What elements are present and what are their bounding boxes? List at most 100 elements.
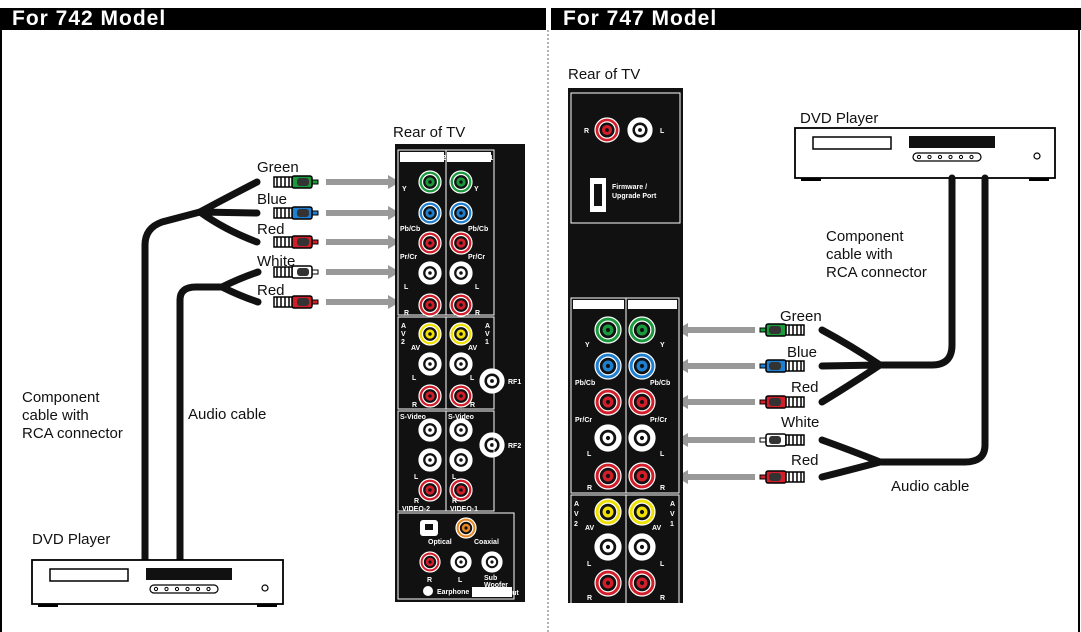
left-title: For 742 Model [12, 7, 167, 30]
right-dvd-player [794, 127, 1056, 181]
right-firmware-inner [594, 184, 602, 206]
left-lbl-pbcb1: Pb/Cb [468, 226, 488, 233]
left-player-label: DVD Player [32, 531, 111, 548]
left-jack-comp2-prcr [418, 231, 442, 255]
right-lbl-pbcb2: Pb/Cb [575, 380, 595, 387]
left-jack-rf2 [479, 432, 505, 458]
left-comp2-label: Component-2 [401, 155, 446, 162]
left-audio-fan [218, 268, 262, 306]
right-arrow-1 [676, 359, 755, 373]
right-top-box [570, 92, 681, 224]
left-jack-comp1-pbcb [449, 201, 473, 225]
left-lbl-av-2: AV [411, 345, 421, 352]
right-arrow-4 [676, 470, 755, 484]
left-lbl-rf2: RF2 [508, 443, 521, 450]
left-lbl-av-1: AV [468, 345, 478, 352]
left-arrow-4 [326, 295, 400, 309]
right-comp1-tab [628, 300, 677, 309]
left-rear-label: Rear of TV [393, 124, 466, 141]
right-wire-red-audio: Red [791, 452, 819, 469]
right-jack-av2-l [594, 533, 622, 561]
right-audio-cable [876, 174, 989, 466]
left-wire-blue: Blue [257, 191, 288, 208]
right-jack-av2-av [594, 498, 622, 526]
right-jack-comp1-l [628, 424, 656, 452]
left-earphone-jack [421, 584, 435, 598]
left-lbl-l2: L [404, 284, 409, 291]
right-lbl-avr2: R [587, 595, 592, 602]
left-lbl-pbcb2: Pb/Cb [400, 226, 420, 233]
left-jack-out-r [419, 551, 441, 573]
left-jack-out-l [450, 551, 472, 573]
right-component-cable [876, 174, 956, 369]
left-lbl-l1: L [475, 284, 480, 291]
right-plug-green [759, 323, 805, 337]
right-jack-av1-l [628, 533, 656, 561]
right-lbl-firmware: Firmware /Upgrade Port [612, 184, 657, 200]
left-lbl-vr1: R [452, 498, 457, 505]
right-comp2-tab [573, 300, 624, 309]
right-av-box [570, 494, 680, 606]
left-plug-white [273, 265, 319, 279]
left-jack-rf1 [479, 368, 505, 394]
left-plug-red [273, 235, 319, 249]
left-jack-comp1-prcr [449, 231, 473, 255]
left-jack-av2-av [418, 322, 442, 346]
left-lbl-prcr1: Pr/Cr [468, 254, 485, 261]
right-lbl-avl1: L [660, 561, 665, 568]
right-lbl-top-l: L [660, 128, 665, 135]
right-lbl-prcr2: Pr/Cr [575, 417, 592, 424]
left-jack-av1-r [449, 384, 473, 408]
right-plug-red [759, 395, 805, 409]
right-wire-white: White [781, 414, 820, 431]
left-wire-green: Green [257, 159, 299, 176]
right-wire-red: Red [791, 379, 819, 396]
left-lbl-r2: R [404, 310, 409, 317]
right-plug-red-audio [759, 470, 805, 484]
right-lbl-prcr1: Pr/Cr [650, 417, 667, 424]
left-lbl-vl1: L [452, 474, 457, 481]
right-jack-comp1-r [628, 462, 656, 490]
left-lbl-y2: Y [402, 186, 407, 193]
left-lbl-svideo2: S-Video [400, 414, 426, 421]
right-wire-green: Green [780, 308, 822, 325]
right-plug-blue [759, 359, 805, 373]
left-optical-inner [425, 524, 433, 530]
right-jack-comp2-l [594, 424, 622, 452]
right-jack-top-l [627, 117, 653, 143]
left-lbl-y1: Y [474, 186, 479, 193]
left-lbl-out-l: L [458, 577, 463, 584]
right-plug-white [759, 433, 805, 447]
left-jack-comp2-l [418, 261, 442, 285]
left-lbl-audio-output: Audio Output [474, 590, 519, 597]
left-plug-red-audio [273, 295, 319, 309]
right-lbl-pbcb1: Pb/Cb [650, 380, 670, 387]
right-component-cable-label: Component cable with RCA connector [826, 228, 927, 281]
right-rear-label: Rear of TV [568, 66, 641, 83]
right-component-fan [818, 326, 884, 406]
left-jack-v1-r [449, 478, 473, 502]
left-arrow-1 [326, 206, 400, 220]
right-audio-fan [818, 436, 884, 481]
left-audio-box [397, 512, 515, 600]
left-lbl-avl2: L [412, 375, 417, 382]
right-player-label: DVD Player [800, 110, 879, 127]
right-lbl-r2: R [587, 485, 592, 492]
left-lbl-vl2: L [414, 474, 419, 481]
left-wire-red: Red [257, 221, 285, 238]
left-lbl-avr1: R [470, 402, 475, 409]
left-jack-v1-l [449, 448, 473, 472]
right-audio-cable-label: Audio cable [891, 478, 970, 495]
left-jack-av2-l [418, 352, 442, 376]
left-lbl-video1: VIDEO-1 [450, 506, 478, 513]
right-jack-av1-av [628, 498, 656, 526]
left-comp1-tab [447, 152, 491, 162]
right-jack-comp2-pbcb [594, 352, 622, 380]
left-header: For 742 Model [0, 8, 546, 30]
right-lbl-r1: R [660, 485, 665, 492]
left-audio-output-tab [472, 587, 512, 597]
right-jack-top-r [594, 117, 620, 143]
